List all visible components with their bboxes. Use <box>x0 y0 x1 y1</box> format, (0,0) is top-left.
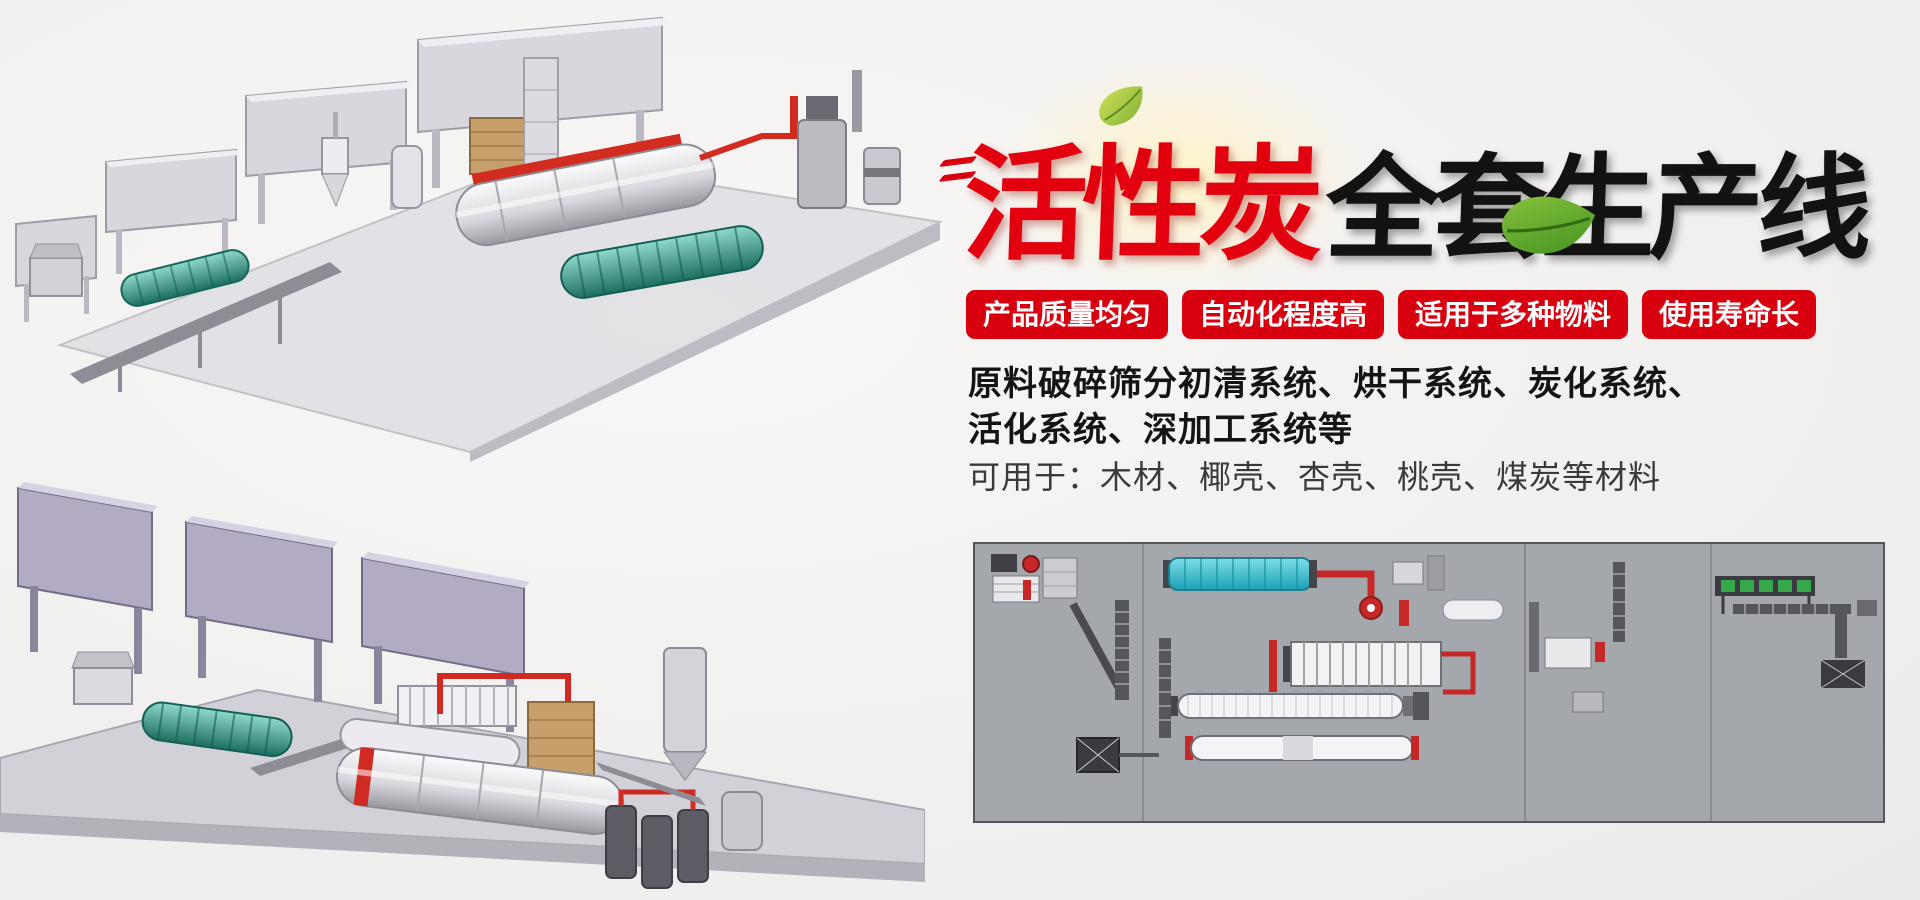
carbonization-drum-topview <box>1159 638 1429 738</box>
cooling-radiator <box>1269 640 1476 695</box>
dryer-piping <box>1317 555 1504 626</box>
feature-badge-automation: 自动化程度高 <box>1182 290 1385 339</box>
systems-description-line2: 活化系统、深加工系统等 <box>968 409 1353 450</box>
incline-conveyor <box>70 262 342 392</box>
feature-badge-quality: 产品质量均匀 <box>966 290 1169 339</box>
dryer-drum-topview <box>1163 557 1317 591</box>
red-piping <box>698 96 806 161</box>
rotary-dryer-drum <box>455 133 717 247</box>
materials-line: 可用于：木材、椰壳、杏壳、桃壳、煤炭等材料 <box>968 458 1662 496</box>
filter-press <box>397 685 517 727</box>
red-piping <box>437 673 571 714</box>
title-red-text: 活性炭 <box>961 133 1321 278</box>
main-title: 活性炭全套生产线 <box>938 104 1869 284</box>
feed-conveyor <box>1069 600 1129 700</box>
dark-tank-cluster <box>596 762 763 889</box>
small-teal-drum <box>120 249 250 307</box>
cyclone-separator <box>321 112 423 209</box>
furnace-cluster <box>797 70 901 209</box>
systems-description: 原料破碎筛分初清系统、烘干系统、炭化系统、 活化系统、深加工系统等 <box>968 362 1703 453</box>
diagram-seams <box>1142 544 1712 821</box>
title-black-text: 全套生产线 <box>1323 141 1868 275</box>
mid-right-cluster <box>1529 562 1625 713</box>
packing-conveyor-cluster <box>1715 576 1877 689</box>
wall-panels <box>17 482 530 732</box>
speed-lines-decoration <box>938 150 978 188</box>
systems-description-line1: 原料破碎筛分初清系统、烘干系统、炭化系统、 <box>968 364 1703 404</box>
feeder-machine <box>71 651 135 705</box>
silo-tower <box>663 647 707 781</box>
promo-content: 活性炭全套生产线 产品质量均匀 自动化程度高 适用于多种物料 <box>920 0 1920 900</box>
carbonization-teal-drum <box>560 225 764 299</box>
feature-badge-lifespan: 使用寿命长 <box>1642 290 1817 339</box>
feature-badges: 产品质量均匀 自动化程度高 适用于多种物料 使用寿命长 <box>966 290 1817 339</box>
crusher-cluster <box>991 554 1078 603</box>
feeder-machine <box>29 243 83 297</box>
feature-badge-materials: 适用于多种物料 <box>1398 290 1629 339</box>
brick-heat-panel <box>527 701 595 777</box>
production-line-render-bottom <box>0 482 925 889</box>
production-line-render-top <box>15 16 944 462</box>
activation-drum-topview <box>1185 735 1419 761</box>
plant-layout-diagram <box>973 542 1885 823</box>
control-box <box>1076 737 1159 773</box>
small-teal-drum <box>141 701 293 758</box>
